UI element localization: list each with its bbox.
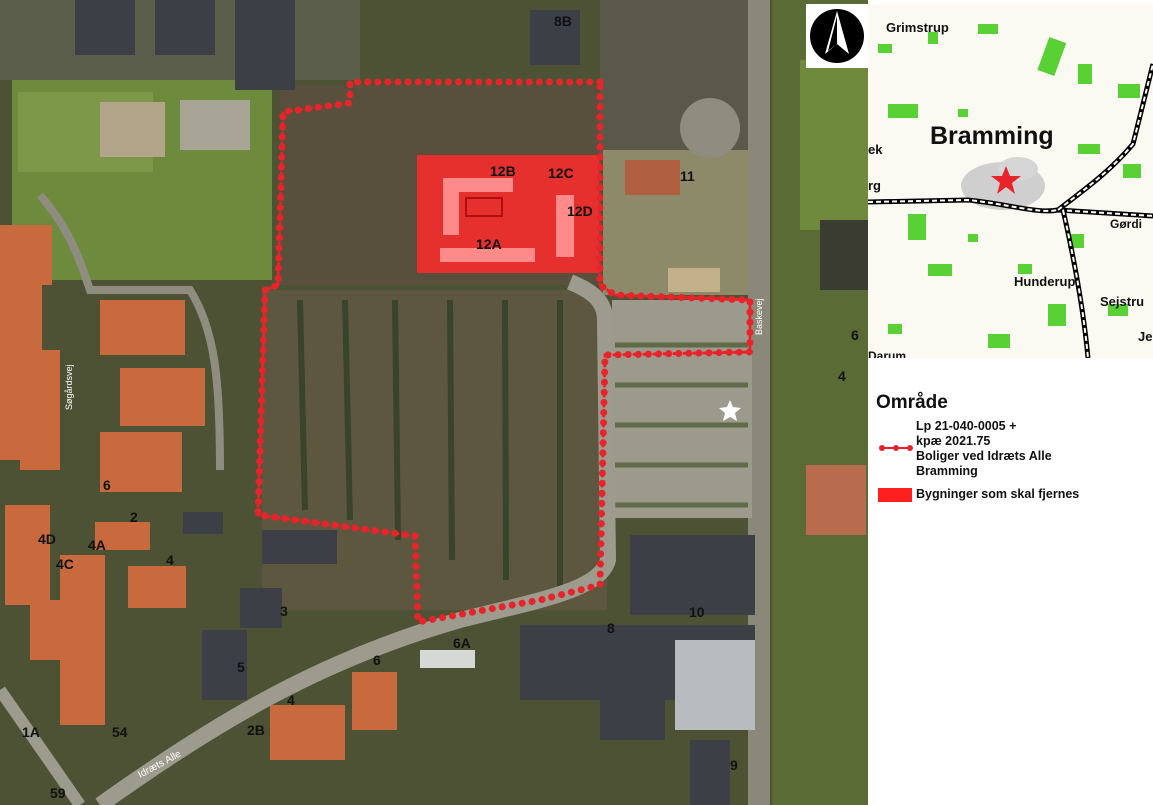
street-label: Søgårdsvej: [64, 364, 74, 410]
residential-blocks: [0, 225, 397, 760]
building-number-label: 6A: [453, 635, 471, 651]
legend-item-buildings: Bygninger som skal fjernes: [876, 487, 1153, 502]
court: [180, 100, 250, 150]
inset-road: [1062, 209, 1089, 358]
building-number-label: 2: [130, 509, 138, 525]
building-number-label: 1A: [22, 724, 40, 740]
legend: Område Lp 21-040-0005 + kpæ 2021.75 Boli…: [876, 392, 1153, 510]
inset-map-svg: Grimstrup Bramming ek rg Gørdi Hunderup …: [868, 4, 1153, 358]
building-number-label: 6: [851, 327, 859, 343]
star-icon: [719, 400, 741, 421]
sand: [668, 268, 720, 292]
red-square-icon: [878, 487, 912, 502]
star-icon: [991, 166, 1021, 194]
place-hunderup: Hunderup: [1014, 274, 1075, 289]
place-grimstrup: Grimstrup: [886, 20, 949, 35]
building-number-label: 9: [730, 757, 738, 773]
boundary-line-icon: [879, 445, 913, 451]
building-12d: [556, 195, 574, 257]
road: [36, 192, 224, 471]
legend-buildings-text: Bygninger som skal fjernes: [916, 487, 1080, 501]
building-number-label: 59: [50, 785, 66, 801]
place-rg: rg: [868, 178, 881, 193]
tennis-court: [820, 220, 868, 290]
tennis-court: [806, 465, 866, 535]
legend-boundary-symbol: [876, 440, 916, 458]
aerial-map: 8B 12B 12C 12D 12A 11 6 4 6 2 4D 4A 4C 4 3 5 6A 6 8 10 4 2B 1A…: [0, 0, 868, 805]
building-12a: [440, 248, 535, 262]
area-boundary-dots: [254, 78, 754, 627]
legend-plan-line: Boliger ved Idræts Alle: [916, 449, 1052, 463]
demolition-area: [417, 155, 599, 273]
building-labels: 8B 12B 12C 12D 12A 11 6 4 6 2 4D 4A 4C 4 3 5 6A 6 8 10 4 2B 1A…: [22, 13, 859, 801]
woodland-patches: [878, 24, 1141, 348]
north-arrow-icon: [810, 9, 864, 63]
building-number-label: 3: [280, 603, 288, 619]
place-bramming: Bramming: [930, 122, 1054, 150]
building-number-label: 8B: [554, 13, 572, 29]
legend-buildings-symbol: [876, 487, 916, 502]
parking-rows: [615, 342, 748, 508]
place-darum: Darum: [868, 349, 906, 358]
road: [95, 274, 617, 805]
sports-hall: [675, 640, 755, 730]
building-number-label: 4: [166, 552, 174, 568]
building-number-label: 4A: [88, 537, 106, 553]
building-number-label: 12D: [567, 203, 593, 219]
place-je: Je: [1138, 329, 1152, 344]
street-label: Baskevej: [754, 298, 764, 335]
building-number-label: 8: [607, 620, 615, 636]
orchard-rows: [297, 299, 563, 590]
legend-item-boundary: Lp 21-040-0005 + kpæ 2021.75 Boliger ved…: [876, 419, 1153, 479]
building-number-label: 11: [680, 168, 695, 184]
building: [625, 160, 680, 195]
building-number-label: 4: [838, 368, 846, 384]
building-number-label: 2B: [247, 722, 265, 738]
legend-plan-line: kpæ 2021.75: [916, 434, 991, 448]
place-gordi: Gørdi: [1110, 217, 1142, 231]
place-ek: ek: [868, 142, 883, 157]
legend-boundary-text: Lp 21-040-0005 + kpæ 2021.75 Boliger ved…: [916, 419, 1052, 479]
place-sejstru: Sejstru: [1100, 294, 1144, 309]
building-number-label: 54: [112, 724, 128, 740]
building-12-inner: [465, 197, 503, 217]
field: [800, 60, 868, 230]
building-number-label: 6: [373, 652, 381, 668]
legend-plan-line: Lp 21-040-0005 +: [916, 419, 1017, 433]
building-number-label: 4C: [56, 556, 74, 572]
building-number-label: 12C: [548, 165, 574, 181]
roundabout: [680, 98, 740, 158]
inset-road: [868, 198, 1153, 217]
building-number-label: 4: [287, 692, 295, 708]
legend-plan-line: Bramming: [916, 464, 978, 478]
north-arrow: [806, 4, 868, 68]
legend-title: Område: [876, 392, 948, 413]
building-12-left: [443, 185, 459, 235]
building-12b: [443, 178, 513, 192]
building-number-label: 10: [689, 604, 705, 620]
court: [100, 102, 165, 157]
building-number-label: 4D: [38, 531, 56, 547]
inset-road: [1057, 63, 1153, 211]
building: [420, 650, 475, 668]
inset-map: Grimstrup Bramming ek rg Gørdi Hunderup …: [868, 4, 1153, 358]
road: [0, 686, 85, 805]
building-number-label: 5: [237, 659, 245, 675]
building-number-label: 12A: [476, 236, 502, 252]
building-number-label: 6: [103, 477, 111, 493]
building-number-label: 12B: [490, 163, 516, 179]
